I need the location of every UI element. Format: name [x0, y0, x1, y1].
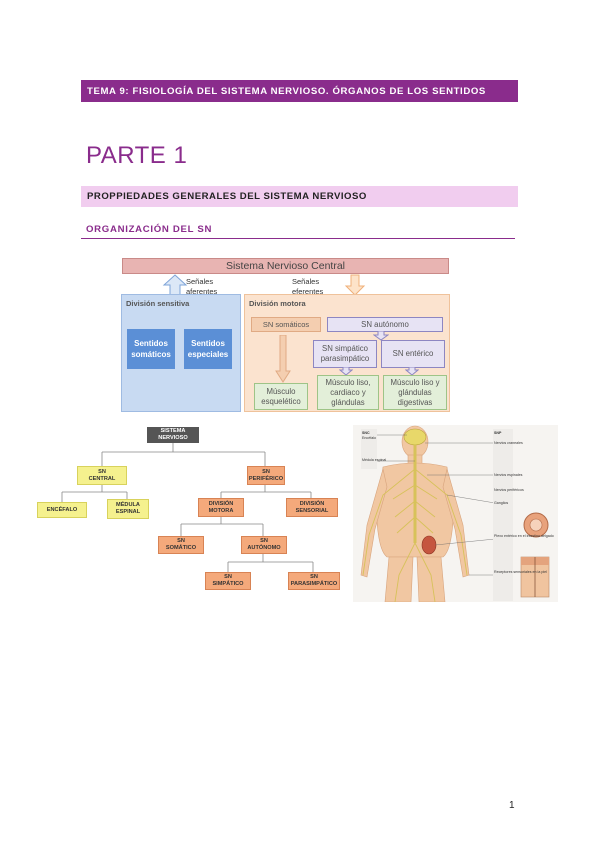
- nervous-system-anatomy-illustration: SNC Encéfalo Médula espinal SNP Nervios …: [353, 425, 558, 602]
- anat-label-cranial: Nervios craneales: [494, 441, 523, 445]
- tree-autonomic-node: SN AUTÓNOMO: [241, 536, 287, 554]
- efferent-label: Señales eferentes: [292, 277, 323, 297]
- smooth-digestive-line1: Músculo liso y: [390, 377, 440, 387]
- tree-peripheral-node: SN PERIFÉRICO: [247, 466, 285, 485]
- anat-label-ganglia: Ganglios: [494, 501, 508, 505]
- smooth-cardiac-line3: glándulas: [331, 397, 365, 407]
- tree-autonomic-line1: SN: [260, 538, 268, 544]
- smooth-digestive-line3: digestivas: [397, 397, 433, 407]
- autonomic-arrow-icon: [373, 331, 389, 341]
- part-title: PARTE 1: [86, 142, 188, 169]
- somatic-senses-line2: somáticos: [131, 350, 171, 359]
- tree-central-node: SN CENTRAL: [77, 466, 127, 485]
- afferent-label: Señales aferentes: [186, 277, 217, 297]
- tree-somatic-line2: SOMÁTICO: [165, 545, 197, 551]
- tree-central-line1: SN: [98, 468, 106, 475]
- tree-spinal-line1: MÉDULA: [116, 502, 140, 508]
- skeletal-muscle-box: Músculo esquelético: [254, 383, 308, 410]
- topic-banner: TEMA 9: FISIOLOGÍA DEL SISTEMA NERVIOSO.…: [81, 80, 518, 102]
- anat-label-spinal: Médula espinal: [362, 458, 386, 462]
- tree-parasympathetic-node: SN PARASIMPÁTICO: [288, 572, 340, 590]
- somatic-senses-box: Sentidos somáticos: [127, 329, 175, 369]
- tree-parasympathetic-line2: PARASIMPÁTICO: [290, 581, 338, 587]
- anat-label-spinal-nerves: Nervios espinales: [494, 473, 523, 477]
- afferent-label-line1: Señales: [186, 277, 214, 286]
- cns-box: Sistema Nervioso Central: [122, 258, 449, 274]
- tree-brain-node: ENCÉFALO: [37, 502, 87, 518]
- anat-label-receptors: Receptores sensoriales en la piel: [494, 570, 547, 574]
- tree-somatic-line1: SN: [177, 538, 185, 544]
- smooth-digestive-box: Músculo liso y glándulas digestivas: [383, 375, 447, 410]
- anat-label-snp: SNP: [494, 431, 502, 435]
- motor-division-panel: División motora SN somáticos SN autónomo…: [244, 294, 450, 412]
- tree-sensory-node: DIVISIÓN SENSORIAL: [286, 498, 338, 517]
- anat-label-snc: SNC: [362, 431, 370, 435]
- special-senses-line1: Sentidos: [191, 339, 225, 348]
- anat-label-enteric: Plexo entérico en el intestino delgado: [494, 534, 554, 538]
- sn-enteric-box: SN entérico: [381, 340, 445, 368]
- tree-sympathetic-line2: SIMPÁTICO: [212, 581, 244, 587]
- sympathetic-arrow-icon: [339, 367, 353, 376]
- section-title: PROPPIEDADES GENERALES DEL SISTEMA NERVI…: [87, 191, 367, 202]
- smooth-cardiac-line2: cardiaco y: [330, 387, 366, 397]
- tree-sensory-line1: DIVISIÓN: [299, 500, 325, 507]
- tree-motor-node: DIVISIÓN MOTORA: [198, 498, 244, 517]
- anat-label-brain: Encéfalo: [362, 436, 376, 440]
- tree-peripheral-line1: SN: [262, 468, 270, 475]
- efferent-label-line2: eferentes: [292, 287, 324, 296]
- special-senses-box: Sentidos especiales: [184, 329, 232, 369]
- somatic-senses-line1: Sentidos: [134, 339, 168, 348]
- tree-spinal-line2: ESPINAL: [115, 509, 141, 515]
- tree-sympathetic-line1: SN: [224, 574, 232, 580]
- tree-peripheral-line2: PERIFÉRICO: [248, 475, 284, 482]
- skeletal-muscle-line1: Músculo: [266, 386, 296, 396]
- sn-sympathetic-line2: parasimpático: [320, 354, 370, 363]
- topic-title: TEMA 9: FISIOLOGÍA DEL SISTEMA NERVIOSO.…: [87, 86, 486, 97]
- page-number: 1: [509, 800, 515, 811]
- tree-root-line1: SISTEMA: [160, 428, 186, 434]
- tree-sympathetic-node: SN SIMPÁTICO: [205, 572, 251, 590]
- tree-motor-line2: MOTORA: [208, 507, 234, 514]
- tree-parasympathetic-line1: SN: [310, 574, 318, 580]
- sensory-division-title: División sensitiva: [126, 299, 190, 308]
- subsection-title: ORGANIZACIÓN DEL SN: [86, 224, 213, 235]
- sensory-division-panel: División sensitiva Sentidos somáticos Se…: [121, 294, 241, 412]
- sn-sympathetic-line1: SN simpático: [322, 344, 368, 353]
- section-banner: PROPPIEDADES GENERALES DEL SISTEMA NERVI…: [81, 186, 518, 207]
- motor-division-title: División motora: [249, 299, 306, 308]
- special-senses-line2: especiales: [187, 350, 229, 359]
- somatic-arrow-icon: [275, 335, 291, 383]
- tree-sensory-line2: SENSORIAL: [295, 507, 329, 514]
- anat-label-branches: Nervios periféricos: [494, 488, 524, 492]
- tree-motor-line1: DIVISIÓN: [208, 500, 234, 507]
- tree-central-line2: CENTRAL: [88, 475, 116, 482]
- smooth-digestive-line2: glándulas: [398, 387, 432, 397]
- tree-root-line2: NERVIOSO: [158, 435, 188, 441]
- smooth-cardiac-box: Músculo liso, cardiaco y glándulas: [317, 375, 379, 410]
- afferent-label-line2: aferentes: [186, 287, 218, 296]
- efferent-label-line1: Señales: [292, 277, 320, 286]
- sn-somatic-box: SN somáticos: [251, 317, 321, 332]
- tree-autonomic-line2: AUTÓNOMO: [247, 545, 281, 551]
- tree-somatic-node: SN SOMÁTICO: [158, 536, 204, 554]
- enteric-arrow-icon: [405, 367, 419, 376]
- sn-autonomic-box: SN autónomo: [327, 317, 443, 332]
- skeletal-muscle-line2: esquelético: [261, 396, 301, 406]
- tree-root-node: SISTEMA NERVIOSO: [147, 427, 199, 443]
- efferent-arrow-icon: [344, 274, 366, 296]
- tree-spinal-node: MÉDULA ESPINAL: [107, 499, 149, 519]
- subsection-divider: [81, 238, 515, 239]
- smooth-cardiac-line1: Músculo liso,: [325, 377, 371, 387]
